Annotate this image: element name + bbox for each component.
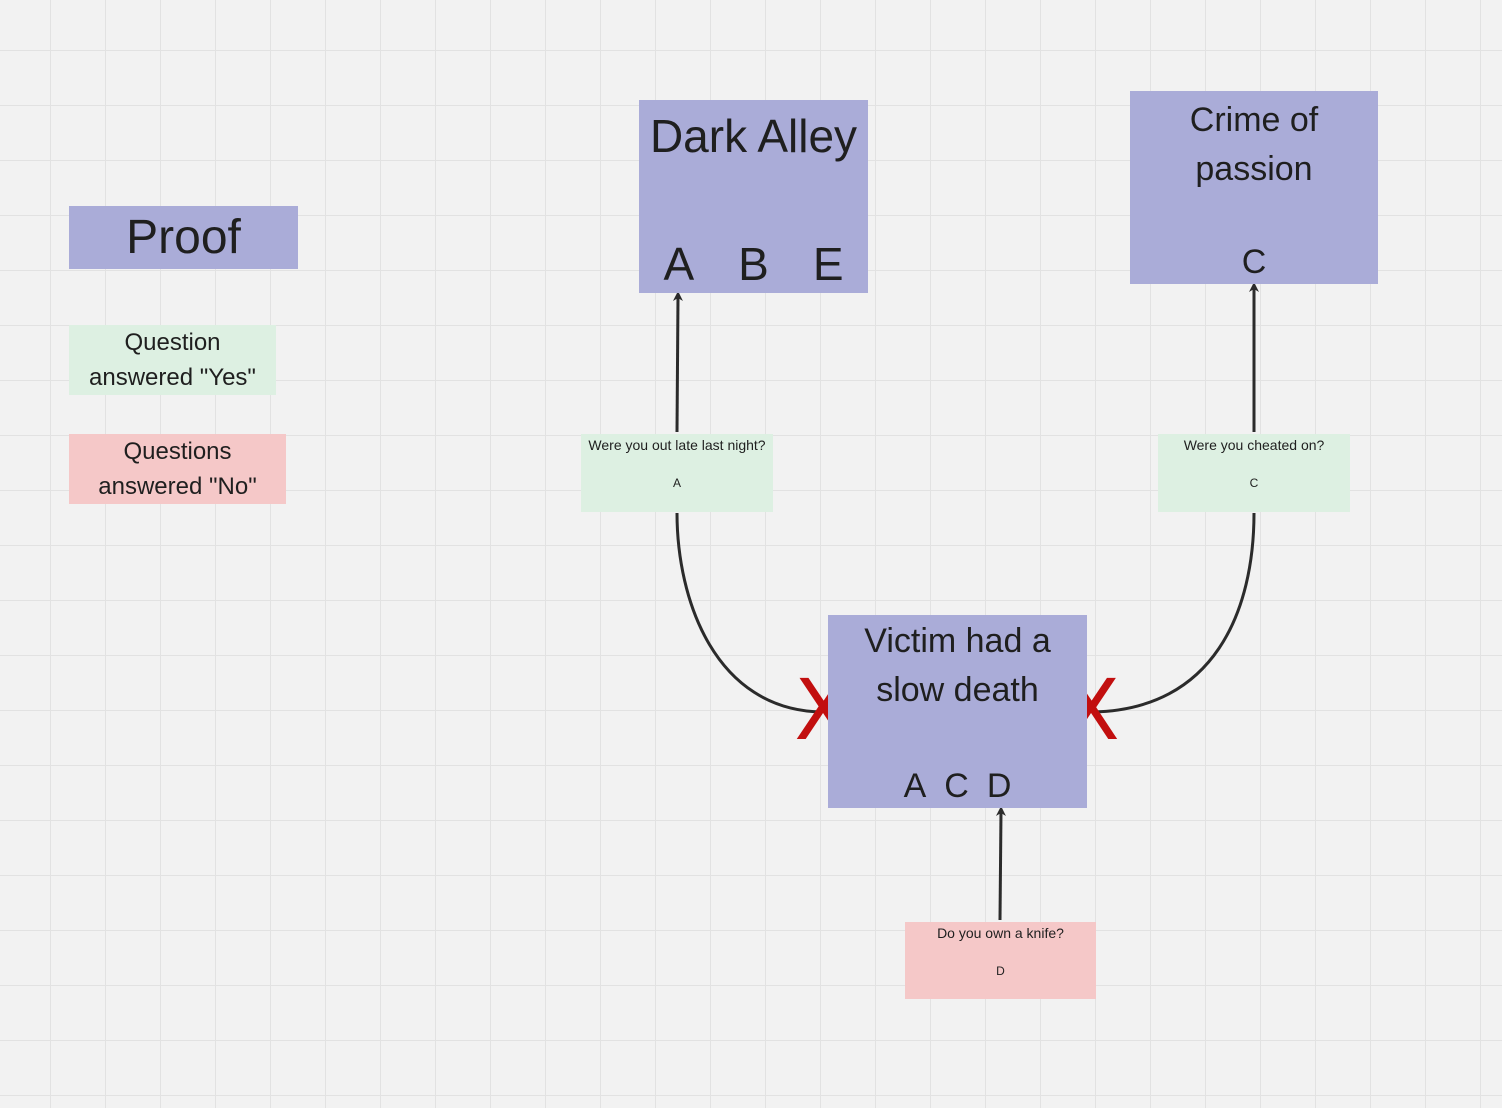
question-out-late[interactable]: Were you out late last night? A [581, 434, 773, 512]
legend-title-text: Proof [126, 211, 241, 264]
question-knife-text: Do you own a knife? [937, 925, 1064, 941]
question-out-late-letter: A [672, 476, 681, 490]
question-out-late-text: Were you out late last night? [588, 437, 766, 453]
crime-title-line1: Crime of [1189, 101, 1319, 139]
victim-letter: C [944, 767, 969, 805]
crime-title-line2: passion [1195, 150, 1313, 188]
question-knife-letter: D [996, 964, 1005, 978]
legend-yes-line1: Question [124, 329, 221, 356]
victim-title: Victim had a slow death [828, 617, 1087, 715]
connector-out-late-to-victim[interactable] [675, 512, 823, 714]
question-cheated-text: Were you cheated on? [1183, 437, 1325, 453]
victim-letters: A C D [828, 765, 1087, 807]
connector-out-late-to-dark-alley[interactable] [672, 291, 683, 433]
dark-alley-letter: E [812, 238, 844, 290]
outcome-victim-slow-death[interactable]: Victim had a slow death A C D [828, 615, 1087, 808]
question-knife[interactable]: Do you own a knife? D [905, 922, 1096, 999]
victim-title-line2: slow death [876, 671, 1039, 709]
legend-no-line1: Questions [123, 438, 232, 465]
legend-title[interactable]: Proof [69, 206, 298, 269]
legend-yes-line2: answered "Yes" [89, 364, 256, 391]
victim-title-line1: Victim had a [864, 622, 1051, 660]
crime-title: Crime of passion [1130, 96, 1378, 194]
outcome-dark-alley[interactable]: Dark Alley A B E [639, 100, 868, 293]
question-cheated-letter: C [1249, 476, 1259, 490]
legend-no-card[interactable]: Questions answered "No" [69, 434, 286, 504]
victim-letter: D [986, 767, 1012, 805]
crime-letter: C [1241, 243, 1267, 281]
crime-letters: C [1130, 241, 1378, 283]
connector-knife-to-victim[interactable] [995, 806, 1006, 921]
legend-no-line2: answered "No" [98, 473, 257, 500]
legend-yes-card[interactable]: Question answered "Yes" [69, 325, 276, 395]
dark-alley-letter: A [663, 238, 695, 290]
dark-alley-title: Dark Alley [649, 110, 858, 162]
outcome-crime-of-passion[interactable]: Crime of passion C [1130, 91, 1378, 284]
victim-letter: A [903, 767, 927, 805]
connector-cheated-to-victim[interactable] [1091, 512, 1256, 714]
dark-alley-letters: A B E [639, 238, 868, 290]
question-cheated[interactable]: Were you cheated on? C [1158, 434, 1350, 512]
dark-alley-letter: B [738, 238, 769, 290]
